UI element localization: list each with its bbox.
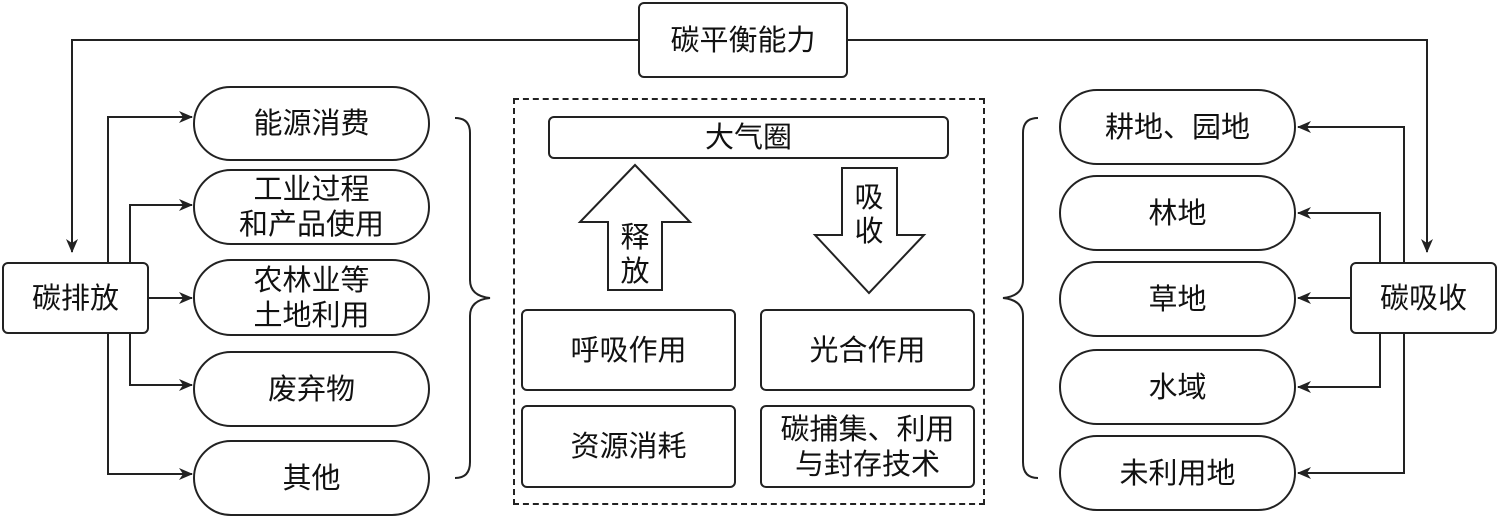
- emission-arrow-1: [107, 111, 193, 262]
- absorption-arrow-5: [1297, 334, 1405, 479]
- absorption-sink-label: 耕地、园地: [1104, 109, 1250, 144]
- absorption-arrow-2: [1297, 207, 1381, 262]
- absorption-sink-water: 水域: [1059, 349, 1296, 425]
- carbon-cycle-region: [513, 98, 985, 505]
- carbon-balance-capacity-label: 碳平衡能力: [670, 22, 816, 57]
- emission-source-energy: 能源消费: [193, 86, 430, 161]
- emission-source-industry: 工业过程 和产品使用: [193, 169, 430, 245]
- absorption-sink-label: 水域: [1148, 369, 1207, 404]
- emission-source-label: 土地利用: [253, 297, 370, 332]
- carbon-absorption-label: 碳吸收: [1379, 280, 1467, 315]
- absorb-char: 收: [854, 214, 884, 248]
- photosynthesis-box: 光合作用: [760, 309, 975, 391]
- absorption-sink-label: 未利用地: [1119, 455, 1236, 490]
- emission-source-label: 能源消费: [253, 106, 370, 141]
- emission-arrow-5: [107, 334, 193, 480]
- photosynthesis-label: 光合作用: [809, 332, 926, 367]
- ccus-label: 碳捕集、利用: [780, 411, 955, 446]
- emission-source-waste: 废弃物: [193, 351, 430, 427]
- absorption-sink-unused-land: 未利用地: [1059, 435, 1296, 511]
- ccus-box: 碳捕集、利用 与封存技术: [760, 405, 975, 488]
- atmosphere-box: 大气圈: [548, 116, 949, 159]
- absorption-arrow-1: [1297, 121, 1405, 262]
- capacity-to-absorption-arrow: [846, 39, 1433, 253]
- release-block-arrow: [577, 163, 693, 291]
- emission-source-label: 工业过程: [253, 172, 370, 207]
- respiration-box: 呼吸作用: [521, 309, 736, 391]
- emission-source-other: 其他: [193, 440, 430, 516]
- respiration-label: 呼吸作用: [570, 332, 687, 367]
- absorption-sink-forest: 林地: [1059, 175, 1296, 251]
- resource-consumption-box: 资源消耗: [521, 405, 736, 488]
- release-char: 释: [620, 220, 650, 254]
- right-brace: [1002, 117, 1039, 479]
- emission-arrow-4: [129, 334, 193, 391]
- atmosphere-label: 大气圈: [704, 120, 792, 155]
- emission-arrow-2: [129, 199, 193, 262]
- absorption-sink-label: 林地: [1148, 195, 1207, 230]
- absorb-block-arrow: [812, 167, 927, 295]
- emission-source-label: 其他: [282, 460, 341, 495]
- emission-source-label: 废弃物: [267, 371, 355, 406]
- emission-source-label: 农林业等: [253, 262, 370, 297]
- left-brace: [454, 117, 491, 479]
- capacity-to-emission-arrow: [66, 39, 640, 253]
- absorption-sink-cropland: 耕地、园地: [1059, 89, 1296, 165]
- carbon-emission-hub: 碳排放: [2, 262, 149, 334]
- release-char: 放: [620, 254, 650, 288]
- emission-source-label: 和产品使用: [238, 207, 384, 241]
- absorption-arrow-4: [1297, 334, 1381, 393]
- absorption-sink-grassland: 草地: [1059, 261, 1296, 337]
- carbon-absorption-hub: 碳吸收: [1350, 262, 1497, 334]
- emission-source-land-use: 农林业等 土地利用: [193, 259, 430, 336]
- absorption-sink-label: 草地: [1148, 281, 1207, 316]
- absorb-char: 吸: [854, 180, 884, 214]
- absorb-label: 吸 收: [849, 180, 889, 248]
- carbon-balance-capacity-box: 碳平衡能力: [638, 2, 848, 78]
- resource-consumption-label: 资源消耗: [570, 429, 687, 464]
- ccus-label: 与封存技术: [794, 446, 940, 481]
- carbon-emission-label: 碳排放: [31, 280, 119, 315]
- release-label: 释 放: [615, 220, 655, 288]
